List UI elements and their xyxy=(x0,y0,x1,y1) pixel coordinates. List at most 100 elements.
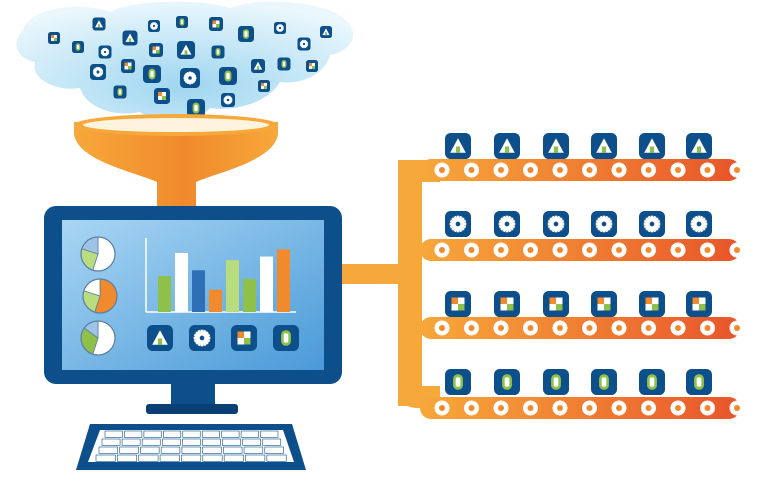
keyboard-key xyxy=(245,454,266,462)
keyboard-key xyxy=(182,438,201,446)
gear-icon xyxy=(189,325,215,351)
triangle-icon xyxy=(122,30,138,46)
gear-icon xyxy=(148,20,160,32)
screen-icon-row xyxy=(147,325,299,351)
keyboard xyxy=(76,424,306,470)
belt-roller xyxy=(670,242,686,258)
keyboard-key xyxy=(223,446,243,454)
belt-roller xyxy=(641,162,656,178)
belt-roller xyxy=(611,162,627,178)
gear-conveyor xyxy=(420,211,745,261)
keyboard-key xyxy=(160,446,181,454)
belt-roller xyxy=(611,242,627,258)
grid-icon xyxy=(686,291,712,317)
belt-roller xyxy=(493,162,509,178)
keyboard-key xyxy=(98,446,119,454)
oval-icon xyxy=(591,369,617,395)
oval-icon xyxy=(143,65,161,83)
triangle-icon xyxy=(92,17,106,31)
keyboard-key xyxy=(141,438,161,446)
keyboard-keys xyxy=(95,430,287,462)
belt-roller xyxy=(464,162,479,178)
gear-icon xyxy=(639,211,665,237)
oval-icon xyxy=(219,67,237,85)
belt-roller xyxy=(641,242,656,258)
keyboard-key xyxy=(163,430,182,438)
keyboard-key xyxy=(95,454,116,462)
belt-roller xyxy=(670,162,686,178)
belt-roller xyxy=(641,320,656,336)
belt-roller xyxy=(582,400,597,416)
triangle-icon xyxy=(147,325,173,351)
belt-roller xyxy=(582,162,597,178)
belt-roller xyxy=(523,242,538,258)
gear-icon xyxy=(98,45,112,59)
keyboard-key xyxy=(221,430,240,438)
oval-icon xyxy=(238,26,254,42)
pie-chart xyxy=(80,236,116,272)
grid-icon xyxy=(543,291,569,317)
grid-icon xyxy=(306,60,318,72)
belt-roller xyxy=(523,400,538,416)
belt-roller xyxy=(729,242,745,258)
oval-conveyor xyxy=(420,369,745,419)
keyboard-key xyxy=(124,430,143,438)
grid-icon xyxy=(121,59,135,73)
belt-roller xyxy=(493,242,509,258)
bar xyxy=(277,249,290,312)
keyboard-key xyxy=(181,454,202,462)
keyboard-key xyxy=(138,454,159,462)
keyboard-key xyxy=(260,430,279,438)
grid-icon xyxy=(209,17,223,31)
triangle-conveyor xyxy=(420,133,745,181)
belt-roller xyxy=(670,400,686,416)
funnel xyxy=(74,114,278,212)
grid-icon xyxy=(231,325,257,351)
belt-roller xyxy=(464,400,479,416)
grid-icon xyxy=(591,291,617,317)
cloud-icons xyxy=(48,16,332,117)
belt-roller xyxy=(611,320,627,336)
keyboard-key xyxy=(119,446,139,454)
gear-icon xyxy=(180,68,200,88)
grid-icon xyxy=(258,80,270,92)
keyboard-key xyxy=(262,438,282,446)
belt-roller xyxy=(552,400,568,416)
keyboard-key xyxy=(140,446,160,454)
belt-roller xyxy=(700,242,715,258)
oval-icon xyxy=(211,45,225,59)
grid-icon xyxy=(639,291,665,317)
gear-icon xyxy=(686,211,712,237)
belt-roller xyxy=(434,162,450,178)
keyboard-key xyxy=(242,438,261,446)
belt-roller xyxy=(729,400,745,416)
belt-roller xyxy=(582,320,597,336)
gear-icon xyxy=(274,22,286,34)
triangle-icon xyxy=(639,133,665,159)
oval-icon xyxy=(639,369,665,395)
belt-roller xyxy=(523,162,538,178)
keyboard-key xyxy=(121,438,141,446)
belt-roller xyxy=(700,400,715,416)
grid-icon xyxy=(154,88,170,104)
keyboard-key xyxy=(222,438,241,446)
bar xyxy=(260,256,273,312)
gear-icon xyxy=(494,211,520,237)
belt-roller xyxy=(464,242,479,258)
keyboard-key xyxy=(117,454,138,462)
keyboard-key xyxy=(143,430,162,438)
belt-roller xyxy=(729,320,745,336)
grid-icon xyxy=(48,32,60,44)
belt-roller xyxy=(641,400,656,416)
keyboard-key xyxy=(104,430,123,438)
belt-roller xyxy=(434,242,450,258)
belt-roller xyxy=(523,320,538,336)
belt-roller xyxy=(700,320,715,336)
triangle-icon xyxy=(445,133,471,159)
triangle-icon xyxy=(320,26,332,38)
oval-icon xyxy=(494,369,520,395)
grid-icon xyxy=(494,291,520,317)
bar xyxy=(158,276,171,312)
keyboard-key xyxy=(201,430,220,438)
belt-roller xyxy=(552,162,568,178)
